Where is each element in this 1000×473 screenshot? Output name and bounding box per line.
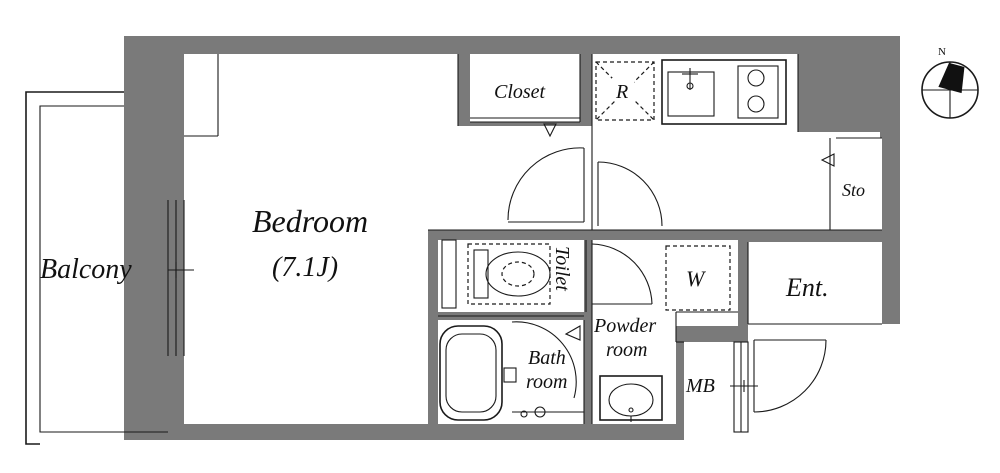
storage-marker: [820, 153, 835, 167]
bedroom-size-label: (7.1J): [272, 252, 338, 283]
closet-marker: [543, 123, 557, 138]
interior-lines: [184, 54, 882, 424]
toilet-fixture: [441, 239, 551, 309]
refrigerator-label: R: [615, 81, 628, 103]
toilet-door[interactable]: [591, 243, 653, 305]
entrance-label: Ent.: [785, 273, 829, 302]
kitchen-counter: [661, 59, 787, 125]
compass-north-label: N: [938, 46, 946, 58]
bedroom-label: Bedroom: [252, 203, 368, 239]
bedroom-door[interactable]: [507, 147, 585, 223]
washer-label: W: [686, 266, 706, 291]
entrance-door[interactable]: [730, 339, 827, 433]
balcony-label: Balcony: [40, 254, 132, 285]
balcony: [25, 91, 194, 445]
refrigerator: [595, 61, 655, 121]
bath-marker: [564, 325, 581, 341]
bath-room-label-line1: Bath: [528, 347, 566, 369]
washer-space: [665, 245, 731, 311]
bath-room-label-line2: room: [526, 371, 567, 393]
storage-label: Sto: [842, 180, 865, 200]
compass-icon: N: [921, 46, 979, 119]
kitchen-door[interactable]: [597, 161, 663, 227]
powder-room-label-line2: room: [606, 339, 647, 361]
powder-room-label-line1: Powder: [593, 315, 656, 337]
meter-box-label: MB: [685, 375, 715, 397]
powder-sink: [599, 375, 663, 422]
bathtub: [439, 321, 584, 421]
toilet-label: Toilet: [551, 246, 573, 291]
closet-label: Closet: [494, 81, 546, 103]
